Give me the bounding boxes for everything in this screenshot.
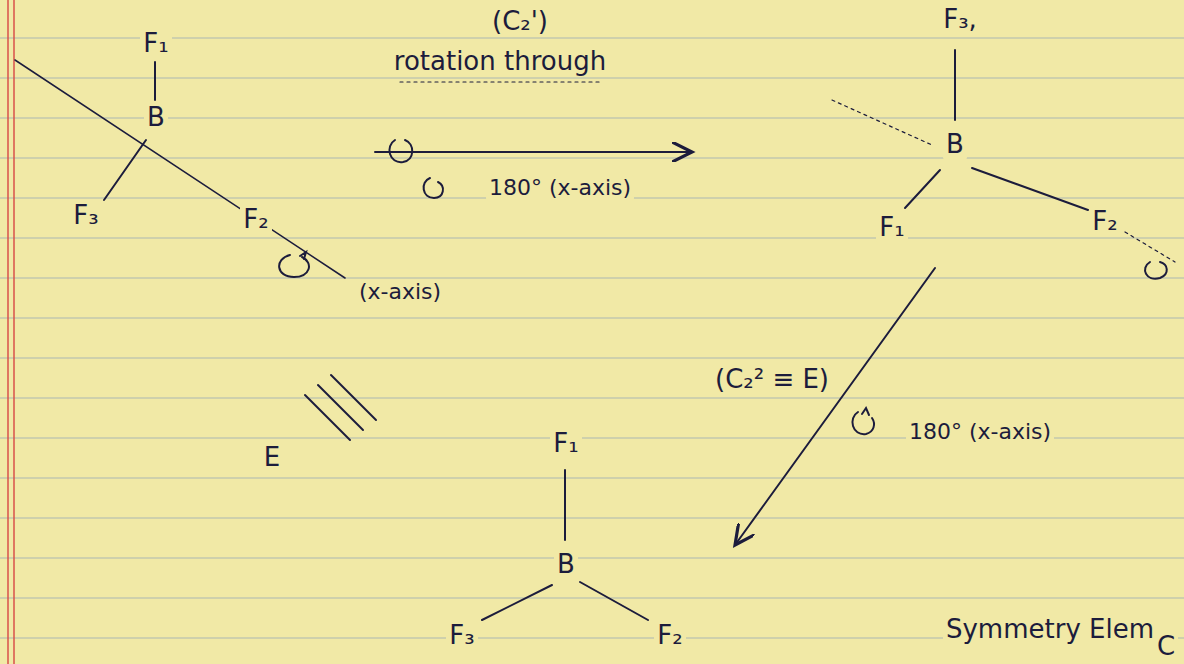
operation-label: (C₂') [489, 7, 551, 37]
axis-label: (x-axis) [356, 279, 444, 304]
atom-label: B [144, 103, 168, 133]
note-text: C [1154, 632, 1178, 662]
atom-label: F₃ [70, 201, 101, 231]
atom-label: F₃ [446, 621, 477, 651]
atom-label: B [943, 130, 967, 160]
note-text: Symmetry Elem [943, 615, 1157, 645]
atom-label: B [554, 550, 578, 580]
atom-label: F₁ [550, 429, 581, 459]
identity-label: E [261, 443, 283, 473]
ruled-lines [0, 38, 1184, 638]
margin-line [8, 0, 14, 664]
atom-label: F₂ [1089, 207, 1120, 237]
atom-label: F₂ [654, 621, 685, 651]
atom-label: F₁ [140, 29, 171, 59]
bf3-drawings [15, 50, 1175, 620]
rotation-label: 180° (x-axis) [906, 419, 1054, 444]
note-text: rotation through [391, 47, 609, 77]
operation-label: (C₂² ≡ E) [712, 365, 832, 395]
atom-label: F₃, [940, 5, 980, 35]
atom-label: F₁ [876, 213, 907, 243]
atom-label: F₂ [240, 205, 271, 235]
rotation-label: 180° (x-axis) [486, 175, 634, 200]
